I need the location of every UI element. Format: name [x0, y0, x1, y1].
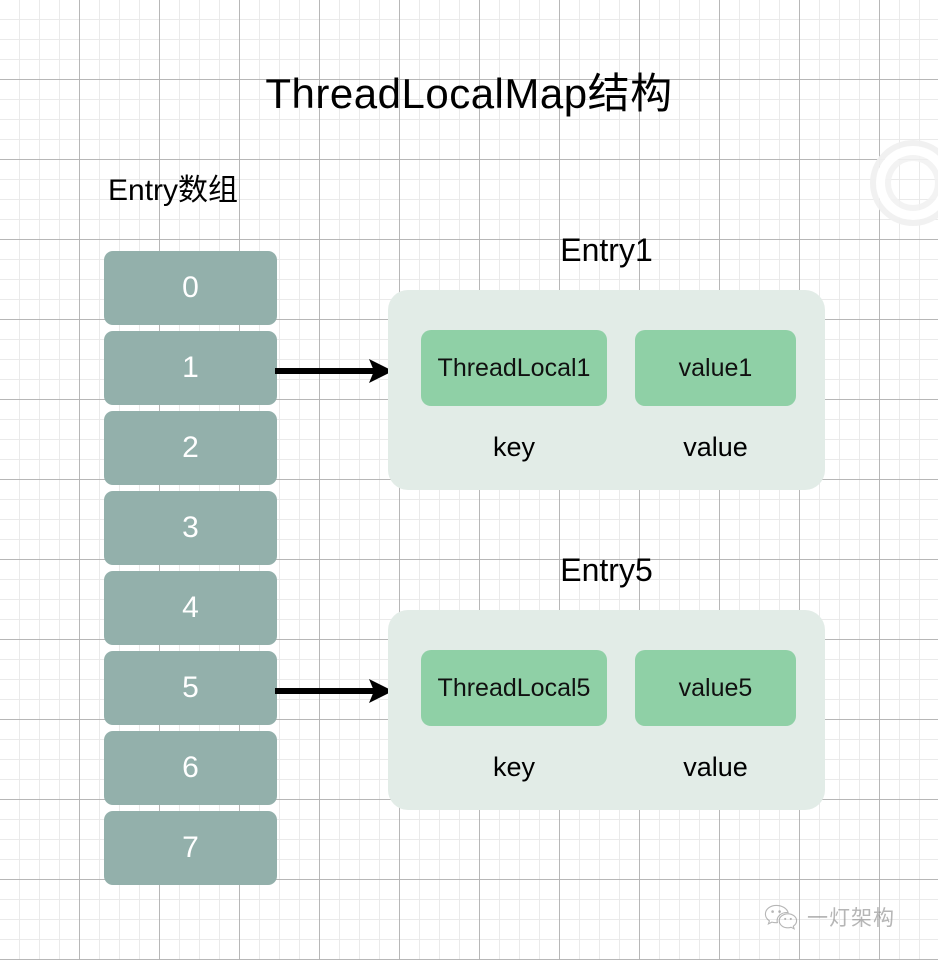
entry5-value-chip-label: value5 — [678, 673, 753, 702]
array-cell-5[interactable]: 5 — [104, 651, 277, 725]
entry1-value-chip[interactable]: value1 — [635, 330, 796, 406]
array-cell-7[interactable]: 7 — [104, 811, 277, 885]
corner-watermark-icon — [870, 140, 938, 226]
entry1-container[interactable]: ThreadLocal1 value1 key value — [388, 290, 825, 490]
array-cell-label: 7 — [182, 831, 199, 864]
array-cell-0[interactable]: 0 — [104, 251, 277, 325]
entry1-key-caption: key — [492, 432, 536, 462]
array-cell-label: 5 — [182, 671, 199, 704]
entry1-value-caption: value — [683, 432, 748, 462]
entry5-container[interactable]: ThreadLocal5 value5 key value — [388, 610, 825, 810]
array-cell-label: 0 — [182, 271, 199, 304]
entry1-title: Entry1 — [560, 232, 653, 268]
array-cell-label: 4 — [182, 591, 199, 624]
entry5-key-chip-label: ThreadLocal5 — [437, 673, 591, 702]
array-cell-4[interactable]: 4 — [104, 571, 277, 645]
arrow-cell1-to-entry1 — [275, 357, 393, 385]
array-cell-label: 1 — [182, 351, 199, 384]
array-cell-label: 2 — [182, 431, 199, 464]
entry1-key-chip-label: ThreadLocal1 — [437, 353, 591, 382]
array-label: Entry数组 — [108, 174, 239, 207]
entry5-kv-row: ThreadLocal5 value5 key value — [388, 610, 825, 810]
watermark-text: 一灯架构 — [807, 907, 895, 930]
entry5-title: Entry5 — [560, 552, 653, 588]
array-cell-1[interactable]: 1 — [104, 331, 277, 405]
array-cell-6[interactable]: 6 — [104, 731, 277, 805]
arrow-cell5-to-entry5 — [275, 677, 393, 705]
array-cell-label: 6 — [182, 751, 199, 784]
entry1-value-chip-label: value1 — [678, 353, 753, 382]
entry5-key-chip[interactable]: ThreadLocal5 — [421, 650, 607, 726]
entry1-key-chip[interactable]: ThreadLocal1 — [421, 330, 607, 406]
array-cell-2[interactable]: 2 — [104, 411, 277, 485]
entry5-value-caption: value — [683, 752, 748, 782]
wechat-icon — [764, 904, 798, 930]
entry5-value-chip[interactable]: value5 — [635, 650, 796, 726]
array-cell-3[interactable]: 3 — [104, 491, 277, 565]
entry5-key-caption: key — [492, 752, 536, 782]
watermark: 一灯架构 — [764, 902, 895, 932]
page-title: ThreadLocalMap结构 — [265, 70, 673, 117]
entry-array: 0 1 2 3 4 5 6 7 — [104, 251, 277, 891]
entry1-kv-row: ThreadLocal1 value1 key value — [388, 290, 825, 490]
array-cell-label: 3 — [182, 511, 199, 544]
